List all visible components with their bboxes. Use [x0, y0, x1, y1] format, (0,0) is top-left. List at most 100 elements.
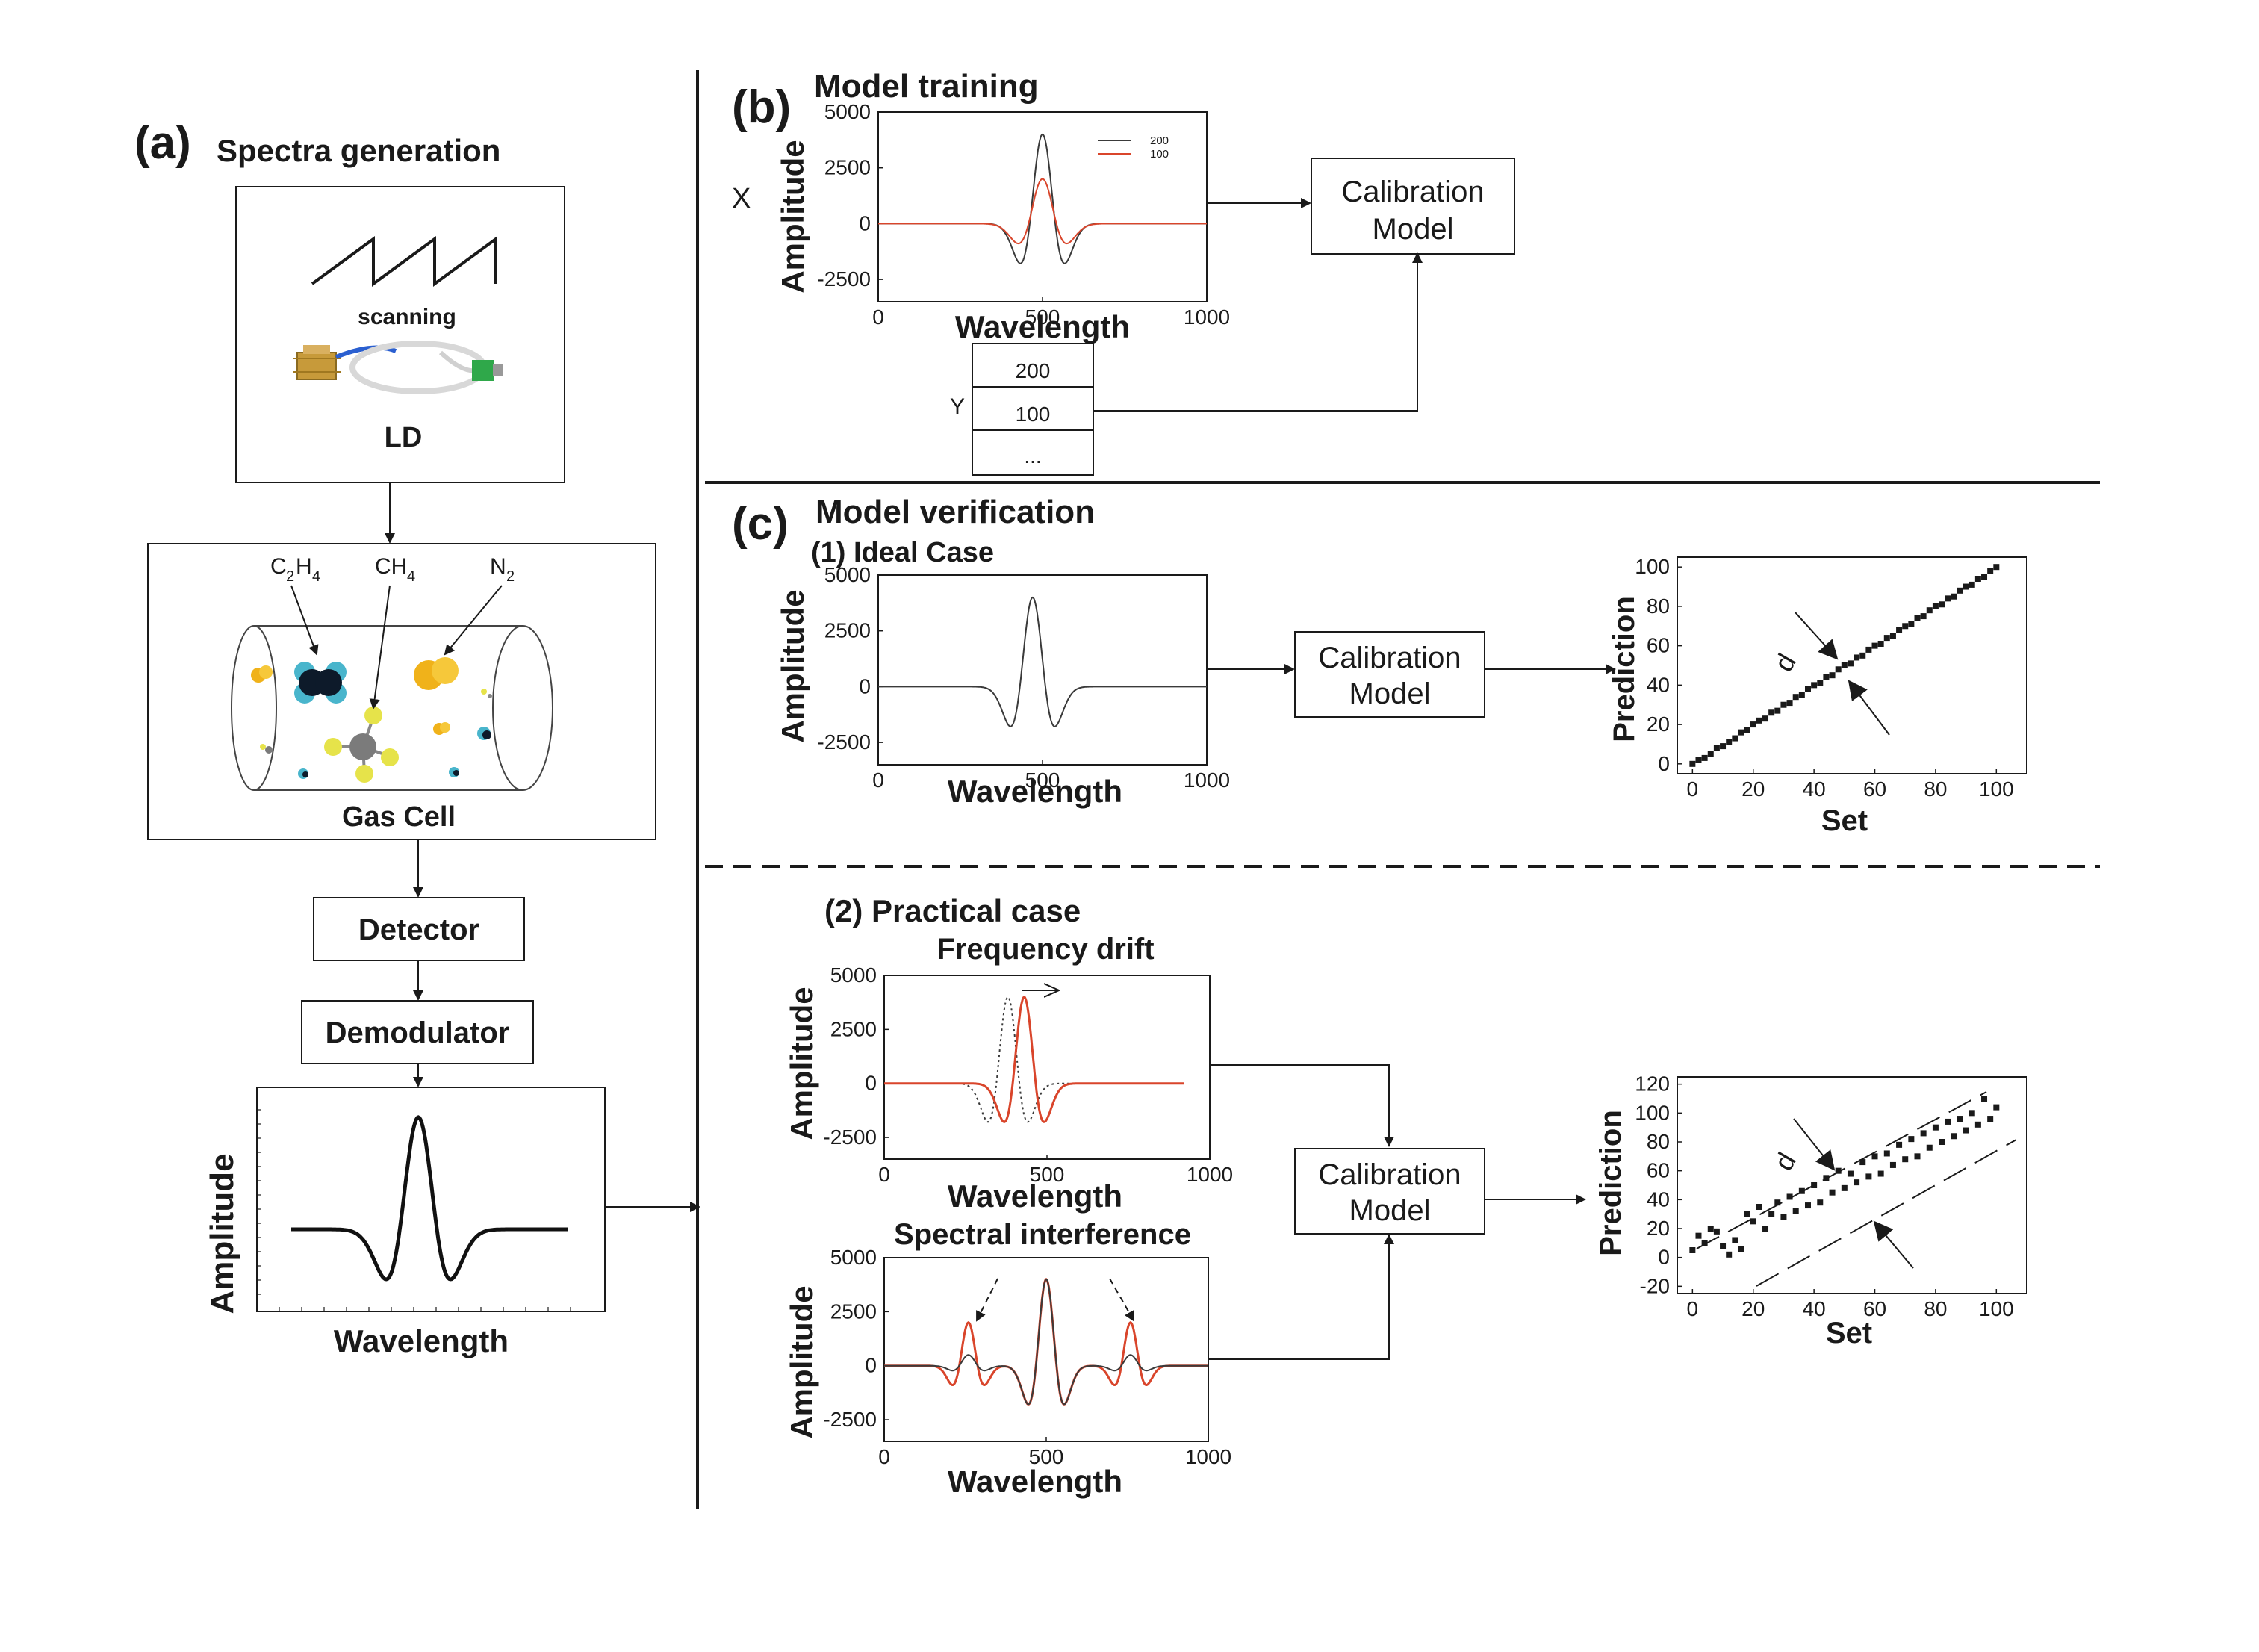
scatter-point: [1951, 593, 1957, 600]
scatter-point: [1877, 641, 1884, 647]
ld-label: LD: [385, 422, 423, 453]
y-label: Y: [950, 394, 965, 419]
scatter-point: [1841, 662, 1848, 668]
interference-chart-frame: [883, 1257, 1209, 1442]
panel-c-title: Model verification: [815, 494, 1095, 530]
scatter-point: [1981, 1096, 1988, 1102]
laser-diode-icon: [293, 341, 503, 394]
scatter-point: [1939, 601, 1945, 608]
upper-band-line: [1696, 1091, 1987, 1249]
d-label-practical: d: [1768, 1147, 1802, 1176]
x-tick-label: 500: [1025, 305, 1060, 329]
x-tick-label: 0: [878, 1445, 890, 1468]
scatter-point: [1859, 1159, 1866, 1166]
y-tick-label: -20: [1640, 1274, 1670, 1297]
scatter-point: [1732, 1237, 1738, 1243]
y-tick-label: 20: [1647, 1217, 1670, 1240]
ideal-scatter-frame: [1677, 556, 2027, 774]
scatter-point: [1854, 654, 1860, 661]
scatter-point: [1726, 739, 1733, 745]
svg-text:N: N: [490, 554, 506, 579]
methane-molecule-icon: [324, 707, 399, 783]
arrow-drift-to-model: [1210, 1064, 1394, 1147]
y-tick-label: 60: [1647, 1159, 1670, 1182]
calibration-label-ideal-1: Calibration: [1318, 642, 1461, 674]
training-ylabel: Amplitude: [775, 140, 810, 293]
ideal-series-line: [878, 596, 1207, 727]
scatter-point: [1945, 595, 1951, 602]
x-tick-label: 500: [1029, 1445, 1064, 1468]
scatter-point: [1969, 581, 1975, 588]
scatter-point: [1774, 1199, 1781, 1206]
scatter-point: [1854, 1179, 1860, 1186]
scatter-point: [1932, 603, 1939, 609]
x-tick-label: 60: [1863, 777, 1886, 801]
d-arrow-lower: [1848, 680, 1890, 736]
x-tick-label: 100: [1979, 1297, 2014, 1320]
scatter-point: [1780, 1214, 1787, 1220]
drift-chart-frame: [883, 975, 1211, 1160]
y-tick-label: 5000: [830, 1246, 877, 1269]
calibration-label-b-1: Calibration: [1341, 176, 1484, 208]
y-tick-label: -2500: [817, 267, 871, 291]
y-tick-label: 0: [1658, 752, 1670, 775]
scatter-point: [1750, 1218, 1756, 1225]
ideal-scatter-points: [1689, 564, 2000, 767]
c2h4-label: C 2 H 4: [270, 554, 320, 585]
drift-xlabel: Wavelength: [948, 1179, 1122, 1214]
scatter-point: [1774, 707, 1781, 714]
scatter-point: [1914, 1153, 1921, 1160]
scatter-point: [1829, 672, 1836, 679]
scatter-point: [1720, 743, 1727, 750]
scatter-point: [1859, 652, 1866, 659]
spectral-interference-title: Spectral interference: [894, 1218, 1191, 1251]
legend-label-100: 100: [1150, 148, 1169, 161]
y-tick-label: 0: [865, 1072, 877, 1095]
scatter-point: [1871, 1153, 1878, 1160]
ideal-xlabel: Wavelength: [948, 774, 1122, 809]
ch4-label: CH 4: [375, 554, 415, 585]
x-tick-label: 500: [1025, 768, 1060, 792]
y-tick-label: 5000: [824, 563, 871, 586]
y-tick-label: 120: [1635, 1072, 1670, 1096]
scatter-point: [1695, 1232, 1702, 1239]
y-tick-label: -2500: [823, 1408, 877, 1431]
svg-text:CH: CH: [375, 554, 407, 579]
svg-text:4: 4: [312, 568, 320, 585]
scatter-point: [1804, 1202, 1811, 1209]
y-tick-label: -2500: [823, 1125, 877, 1149]
scatter-point: [1713, 745, 1720, 751]
ethylene-molecule-icon: [294, 662, 347, 704]
scatter-point: [1896, 1141, 1903, 1148]
legend-label-200: 200: [1150, 134, 1169, 147]
scatter-point: [1804, 686, 1811, 692]
scatter-point: [1987, 1116, 1994, 1122]
ideal-case-title: (1) Ideal Case: [811, 537, 994, 568]
calibration-model-box-practical: [1294, 1148, 1485, 1235]
scatter-point: [1750, 721, 1756, 728]
scatter-point: [1720, 1243, 1727, 1249]
interference-red-line: [884, 1277, 1208, 1406]
interference-arrow-left: [976, 1278, 998, 1322]
scatter-point: [1823, 674, 1830, 680]
scatter-point: [1841, 1184, 1848, 1191]
scatter-point: [1963, 583, 1969, 590]
scatter-point: [1963, 1127, 1969, 1134]
ideal-ylabel: Amplitude: [775, 589, 810, 742]
scatter-point: [1756, 717, 1762, 724]
y-tick-label: 0: [859, 674, 871, 698]
practical-case-title: (2) Practical case: [824, 893, 1081, 928]
x-tick-label: 20: [1741, 777, 1765, 801]
sawtooth-icon: [311, 236, 497, 287]
y-tick-label: 2500: [830, 1017, 877, 1040]
scatter-point: [1883, 635, 1890, 642]
detector-label: Detector: [358, 913, 479, 946]
ld-box: [235, 186, 565, 483]
